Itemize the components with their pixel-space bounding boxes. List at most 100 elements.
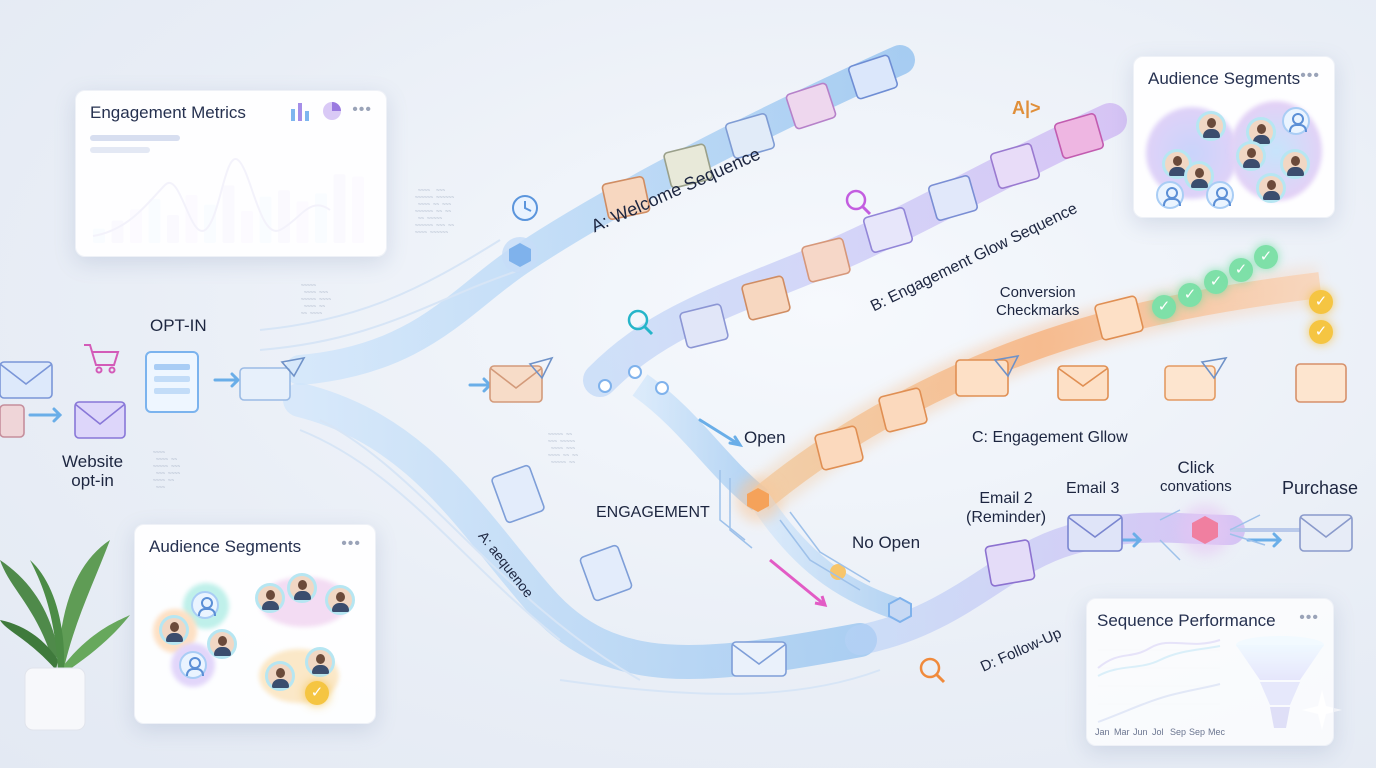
email-3-label: Email 3 [1066,480,1120,497]
click-conversions-label: Click convations [1160,458,1232,496]
checkmark-badge-gold: ✓ [1309,290,1333,314]
opt-in-label: OPT-IN [150,316,207,335]
checkmark-badge: ✓ [1178,283,1202,307]
circuit-traces [719,470,1266,591]
month-tick-label: Jun [1133,727,1148,737]
month-tick-label: Mec [1208,727,1226,737]
audience-segments-top-title: Audience Segments [1148,69,1301,88]
envelope-icon [989,143,1041,189]
envelope-icon [1067,514,1123,552]
sequence-performance-title: Sequence Performance [1097,611,1276,630]
paper-plane-icons [280,354,1228,380]
sequence-performance-card: Sequence Performance ••• [1086,598,1334,746]
checkmark-badge: ✓ [1152,295,1176,319]
avatar [265,661,295,691]
avatar [1256,173,1286,203]
avatar [1236,141,1266,171]
envelope-icon [579,544,633,602]
no-open-arrow [769,558,828,607]
envelope-icon [1299,514,1353,552]
checkmark-badge: ✓ [1229,258,1253,282]
avatar [159,615,189,645]
month-tick-label: Sep [1189,727,1206,737]
click-conversions-line1: Click [1177,458,1215,477]
magnifier-icon-purple [845,189,872,216]
flow-path-no-open [750,493,904,621]
checkmark-badge-gold: ✓ [1309,320,1333,344]
website-opt-in-line1: Website [62,452,124,471]
email-2-line1: Email 2 [979,490,1033,507]
person-icon [1156,181,1184,209]
clock-icon [512,195,538,221]
conversion-checkmarks-line2: Checkmarks [996,302,1080,319]
junction-nodes [502,237,1231,624]
envelope-icon [239,367,291,401]
plant-decoration [0,540,130,731]
month-tick-label: Sep [1170,727,1187,737]
magnifier-icon-orange [919,657,946,684]
conversion-checkmarks-label: Conversion Checkmarks [996,284,1079,320]
more-menu-icon[interactable]: ••• [341,535,361,552]
person-icon [1206,181,1234,209]
envelope-icon [679,303,729,349]
website-opt-in-line2: opt-in [71,471,114,490]
bar-chart-icon [291,103,309,121]
envelopes [0,54,1353,677]
envelope-icon [601,175,651,221]
month-tick-label: Jol [1152,727,1164,737]
avatar [287,573,317,603]
avatar [1184,161,1214,191]
code-snippet-decor: ~~~~ ~~~ ~~~~~~ ~~~~~~ ~~~~ ~~ ~~~ ~~~~~… [415,188,455,236]
metrics-placeholder-line [90,147,150,153]
conversion-checkmarks-line1: Conversion [999,284,1076,301]
checkmark-badge-gold: ✓ [305,681,329,705]
more-menu-icon[interactable]: ••• [352,101,372,118]
open-label: Open [744,428,786,447]
magnifier-icon-teal [627,309,654,336]
person-icon [191,591,219,619]
avatar [1280,149,1310,179]
person-icon [179,651,207,679]
avatar [305,647,335,677]
code-snippet-decor: ~~~~ ~~~~ ~~ ~~~~~ ~~~ ~~~ ~~~~ ~~~~ ~~ … [153,450,181,491]
more-menu-icon[interactable]: ••• [1300,67,1320,84]
code-snippet-decor: ~~~~~ ~~~~ ~~~ ~~~~~ ~~~~ ~~~~ ~~ ~~ ~~~… [301,283,332,317]
email-2-line2: (Reminder) [966,509,1047,526]
envelope-icon [1094,295,1144,341]
envelope-icon [663,143,713,189]
audience-segments-top-card: Audience Segments ••• [1133,56,1335,218]
envelope-icon [878,387,928,433]
envelope-icon [1164,365,1216,401]
flow-path-lower [283,383,877,680]
envelope-icon [489,365,543,403]
envelope-icon [74,401,126,439]
audience-segments-bottom-title: Audience Segments [149,537,302,556]
checkmark-badge: ✓ [1254,245,1278,269]
opt-in-form-icon [145,351,199,413]
avatar [325,585,355,615]
envelope-icon [1053,113,1105,159]
metrics-placeholder-line [90,135,180,141]
more-menu-icon[interactable]: ••• [1299,609,1319,626]
no-open-label: No Open [852,533,921,552]
envelope-icon [955,359,1009,397]
envelope-icon [724,113,776,159]
pie-chart-icon [323,102,341,120]
engagement-metrics-card: Engagement Metrics ••• [75,90,387,257]
month-tick-label: Mar [1114,727,1130,737]
envelope-icon [848,54,898,100]
envelope-icon [984,539,1036,587]
envelope-icon [801,237,851,283]
envelope-icon [731,641,787,677]
envelope-icon [1295,363,1347,403]
envelope-icon [0,404,25,438]
shopping-cart-icon [84,344,120,374]
envelope-icon [927,175,979,221]
avatar [207,629,237,659]
code-snippet-decor: ~~~~~ ~~ ~~~ ~~~~~ ~~~~ ~~~ ~~~~ ~~ ~~ ~… [548,432,579,466]
website-opt-in-label: Website opt-in [62,452,123,490]
envelope-icon [0,361,53,399]
month-tick-label: Jan [1095,727,1110,737]
envelope-icon [862,207,914,253]
envelope-icon [491,464,545,524]
